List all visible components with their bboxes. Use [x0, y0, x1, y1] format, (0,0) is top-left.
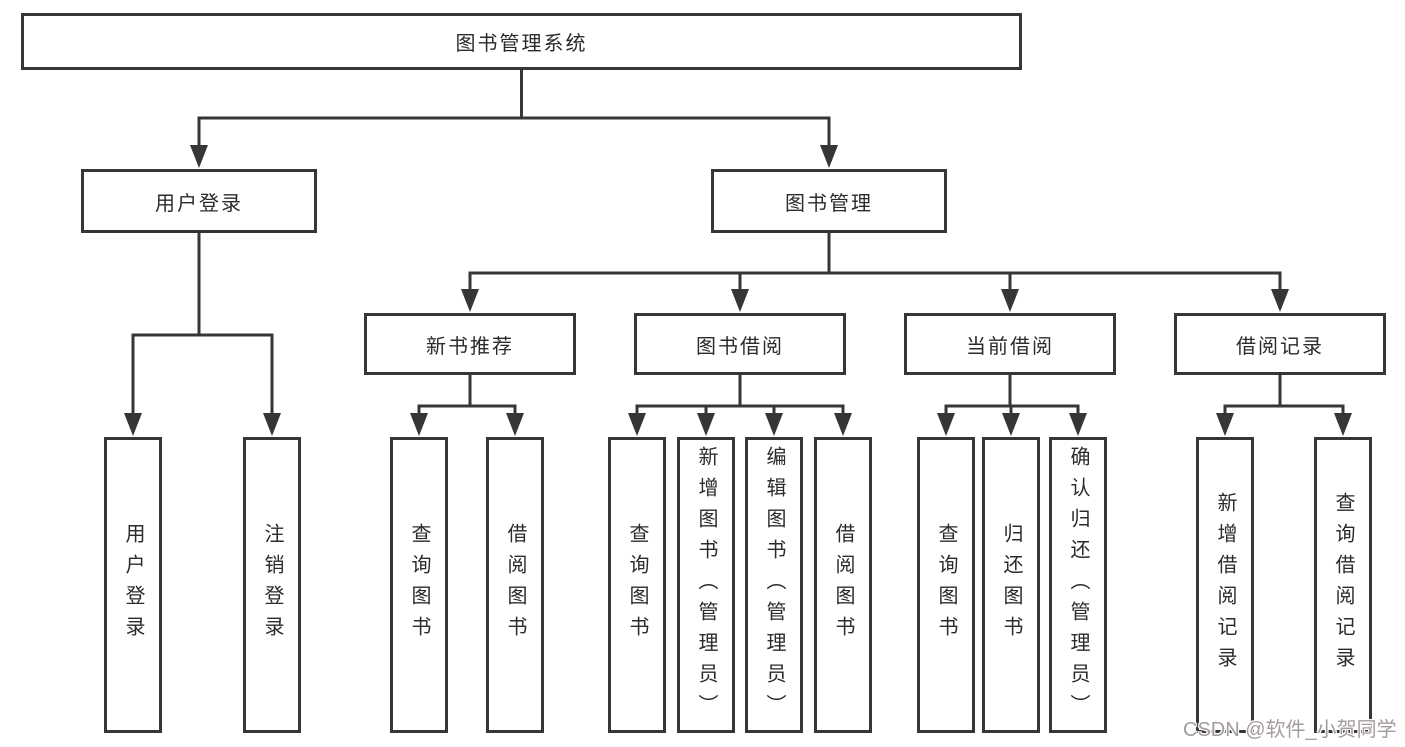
- leaf-label: 查询借阅记录: [1332, 492, 1354, 678]
- node-book-management: 图书管理: [711, 169, 947, 233]
- leaf-label: 新增图书（管理员）: [695, 445, 717, 725]
- node-new-book-recommend: 新书推荐: [364, 313, 576, 375]
- leaf-borrow-book: 借阅图书: [814, 437, 872, 733]
- leaf-add-borrow-record: 新增借阅记录: [1196, 437, 1254, 733]
- leaf-label: 注销登录: [261, 523, 283, 647]
- leaf-label: 借阅图书: [832, 523, 854, 647]
- leaf-return-book: 归还图书: [982, 437, 1040, 733]
- node-borrowing-records: 借阅记录: [1174, 313, 1386, 375]
- node-user-login: 用户登录: [81, 169, 317, 233]
- leaf-user-login: 用户登录: [104, 437, 162, 733]
- node-current-borrowing: 当前借阅: [904, 313, 1116, 375]
- leaf-label: 查询图书: [408, 523, 430, 647]
- leaf-label: 查询图书: [935, 523, 957, 647]
- leaf-query-borrow-record: 查询借阅记录: [1314, 437, 1372, 733]
- leaf-confirm-return-admin: 确认归还（管理员）: [1049, 437, 1107, 733]
- leaf-borrow-book-recommend: 借阅图书: [486, 437, 544, 733]
- leaf-query-book-borrowing: 查询图书: [608, 437, 666, 733]
- leaf-label: 归还图书: [1000, 523, 1022, 647]
- leaf-label: 确认归还（管理员）: [1067, 445, 1089, 725]
- leaf-label: 借阅图书: [504, 523, 526, 647]
- leaf-label: 用户登录: [122, 523, 144, 647]
- csdn-watermark: CSDN @软件_小贺同学: [1183, 719, 1397, 741]
- leaf-add-book-admin: 新增图书（管理员）: [677, 437, 735, 733]
- leaf-query-book-current: 查询图书: [917, 437, 975, 733]
- leaf-label: 编辑图书（管理员）: [763, 445, 785, 725]
- leaf-query-book-recommend: 查询图书: [390, 437, 448, 733]
- leaf-edit-book-admin: 编辑图书（管理员）: [745, 437, 803, 733]
- leaf-label: 查询图书: [626, 523, 648, 647]
- node-book-borrowing: 图书借阅: [634, 313, 846, 375]
- leaf-label: 新增借阅记录: [1214, 492, 1236, 678]
- leaf-logout: 注销登录: [243, 437, 301, 733]
- node-library-management-system: 图书管理系统: [21, 13, 1022, 70]
